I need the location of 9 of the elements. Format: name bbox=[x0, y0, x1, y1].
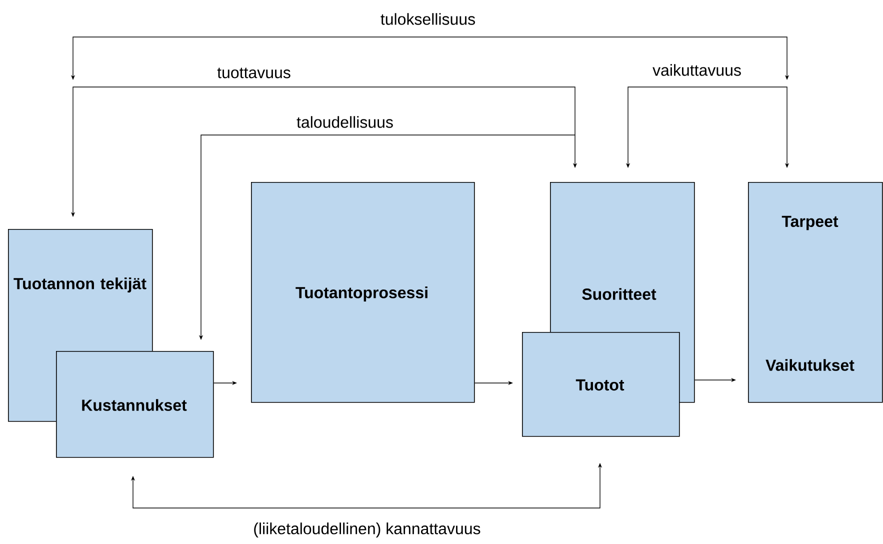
box: Kustannukset bbox=[56, 351, 214, 458]
box: Tuotantoprosessi bbox=[251, 182, 475, 403]
edge-label: (liiketaloudellinen) kannattavuus bbox=[252, 522, 482, 538]
edge-label: tuottavuus bbox=[216, 66, 292, 80]
box: Tuotot bbox=[522, 332, 680, 437]
label: tuloksellisuus bbox=[379, 12, 477, 26]
box: Tarpeet Vaikutukset bbox=[748, 182, 883, 403]
edge-label: vaikuttavuus bbox=[652, 63, 742, 77]
edge-label: taloudellisuus bbox=[296, 115, 394, 129]
